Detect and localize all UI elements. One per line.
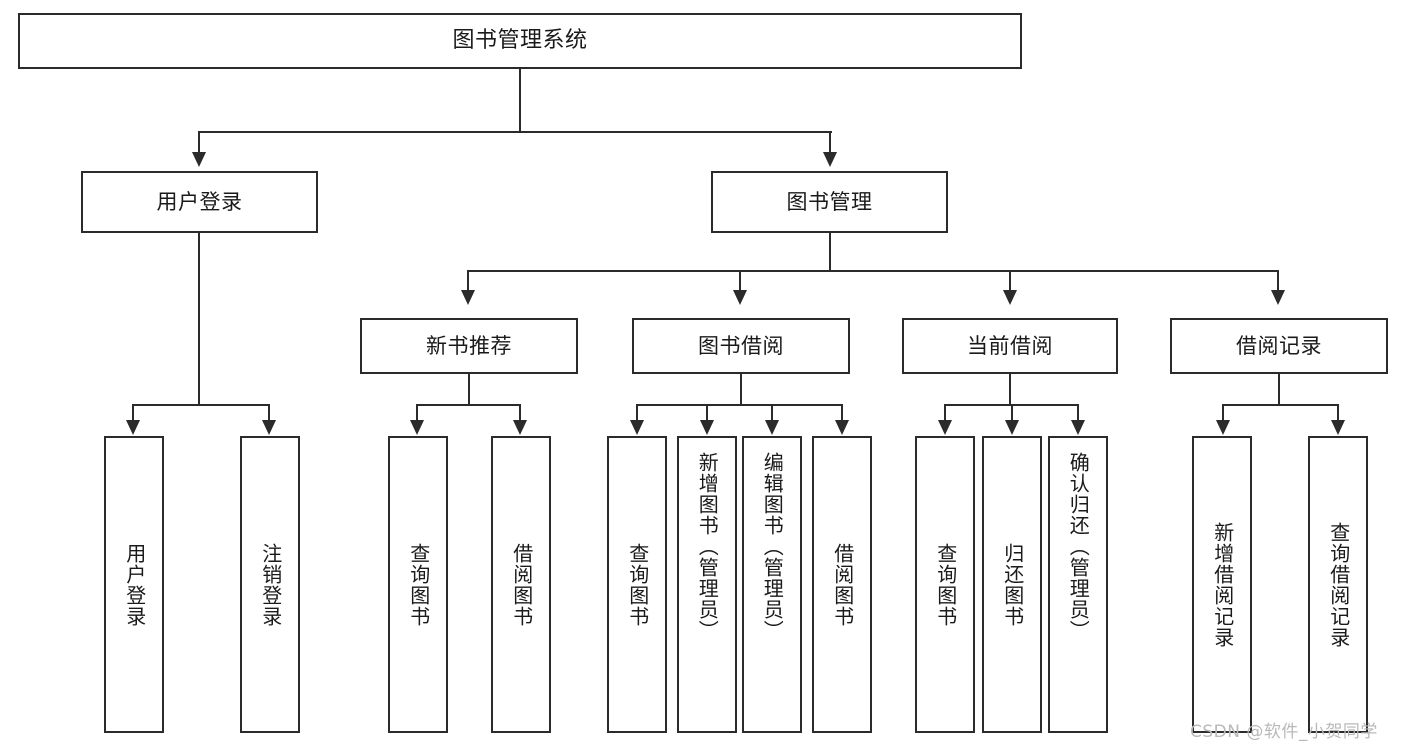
connector-user-login-drop-2 xyxy=(268,404,270,422)
connector-new-book-stem xyxy=(468,374,470,405)
connector-to-current-borrow xyxy=(1009,270,1011,292)
leaf-cb-confirm-return[interactable]: 确认归还（管理员） xyxy=(1048,436,1108,733)
leaf-nb-borrow-book[interactable]: 借阅图书 xyxy=(491,436,551,733)
arrowhead-cb-return-book xyxy=(1005,420,1019,435)
node-label: 新增图书（管理员） xyxy=(695,452,720,641)
arrowhead-bb-add-book xyxy=(700,420,714,435)
connector-cb-drop-1 xyxy=(944,404,946,422)
arrowhead-br-add-record xyxy=(1216,420,1230,435)
arrowhead-cb-query-book xyxy=(938,420,952,435)
connector-cb-drop-3 xyxy=(1077,404,1079,422)
connector-bb-drop-4 xyxy=(841,404,843,422)
node-label: 查询图书 xyxy=(933,542,958,627)
node-book-borrow[interactable]: 图书借阅 xyxy=(632,318,850,374)
node-label: 图书管理 xyxy=(786,189,873,214)
connector-current-borrow-stem xyxy=(1009,374,1011,405)
node-new-book-recommend[interactable]: 新书推荐 xyxy=(360,318,578,374)
arrowhead-nb-query-book xyxy=(410,420,424,435)
connector-borrow-records-stem xyxy=(1278,374,1280,405)
connector-borrow-records-bus xyxy=(1222,404,1339,406)
connector-new-book-bus xyxy=(416,404,521,406)
arrowhead-book-mgmt xyxy=(823,152,837,167)
connector-user-login-drop-1 xyxy=(132,404,134,422)
node-current-borrow[interactable]: 当前借阅 xyxy=(902,318,1118,374)
leaf-nb-query-book[interactable]: 查询图书 xyxy=(388,436,448,733)
node-borrow-records[interactable]: 借阅记录 xyxy=(1170,318,1388,374)
leaf-bb-add-book[interactable]: 新增图书（管理员） xyxy=(677,436,737,733)
connector-to-borrow-records xyxy=(1277,270,1279,292)
node-book-management[interactable]: 图书管理 xyxy=(711,171,948,233)
connector-bb-drop-3 xyxy=(771,404,773,422)
node-label: 用户登录 xyxy=(156,189,243,214)
connector-root-stem xyxy=(519,69,521,132)
node-label: 图书借阅 xyxy=(698,333,784,358)
connector-new-book-drop-2 xyxy=(519,404,521,422)
arrowhead-bb-edit-book xyxy=(765,420,779,435)
leaf-cb-query-book[interactable]: 查询图书 xyxy=(915,436,975,733)
arrowhead-leaf-user-login xyxy=(126,420,140,435)
node-label: 归还图书 xyxy=(1000,542,1025,627)
arrowhead-user-login xyxy=(192,152,206,167)
connector-br-drop-1 xyxy=(1222,404,1224,422)
node-label: 查询借阅记录 xyxy=(1326,521,1351,648)
connector-root-to-book-mgmt xyxy=(829,131,831,154)
arrowhead-bb-query-book xyxy=(630,420,644,435)
leaf-cb-return-book[interactable]: 归还图书 xyxy=(982,436,1042,733)
arrowhead-br-query-record xyxy=(1331,420,1345,435)
node-label: 用户登录 xyxy=(122,542,147,627)
node-label: 新增借阅记录 xyxy=(1210,521,1235,648)
connector-user-login-bus xyxy=(132,404,269,406)
node-label: 新书推荐 xyxy=(426,333,512,358)
node-label: 图书管理系统 xyxy=(452,28,588,54)
node-root-system[interactable]: 图书管理系统 xyxy=(18,13,1022,69)
connector-book-mgmt-bus xyxy=(467,270,1279,272)
arrowhead-current-borrow xyxy=(1003,290,1017,305)
connector-root-to-user-login xyxy=(198,131,200,154)
connector-bb-drop-2 xyxy=(706,404,708,422)
node-user-login[interactable]: 用户登录 xyxy=(81,171,318,233)
connector-root-bus xyxy=(198,131,832,133)
node-label: 借阅图书 xyxy=(509,542,534,627)
leaf-logout[interactable]: 注销登录 xyxy=(240,436,300,733)
connector-cb-drop-2 xyxy=(1011,404,1013,422)
node-label: 查询图书 xyxy=(406,542,431,627)
node-label: 当前借阅 xyxy=(967,333,1053,358)
arrowhead-borrow-records xyxy=(1271,290,1285,305)
leaf-br-query-record[interactable]: 查询借阅记录 xyxy=(1308,436,1368,733)
connector-to-new-book xyxy=(467,270,469,292)
connector-new-book-drop-1 xyxy=(416,404,418,422)
leaf-bb-borrow-book[interactable]: 借阅图书 xyxy=(812,436,872,733)
connector-user-login-stem xyxy=(198,233,200,405)
connector-br-drop-2 xyxy=(1337,404,1339,422)
leaf-bb-query-book[interactable]: 查询图书 xyxy=(607,436,667,733)
arrowhead-book-borrow xyxy=(733,290,747,305)
node-label: 确认归还（管理员） xyxy=(1066,452,1091,641)
node-label: 查询图书 xyxy=(625,542,650,627)
arrowhead-nb-borrow-book xyxy=(513,420,527,435)
connector-book-mgmt-stem xyxy=(829,233,831,271)
node-label: 借阅记录 xyxy=(1236,333,1322,358)
connector-book-borrow-stem xyxy=(740,374,742,405)
node-label: 编辑图书（管理员） xyxy=(760,452,785,641)
arrowhead-bb-borrow-book xyxy=(835,420,849,435)
arrowhead-leaf-logout xyxy=(262,420,276,435)
leaf-user-login[interactable]: 用户登录 xyxy=(104,436,164,733)
watermark-text: CSDN @软件_小贺同学 xyxy=(1190,722,1378,742)
connector-book-borrow-bus xyxy=(636,404,842,406)
leaf-br-add-record[interactable]: 新增借阅记录 xyxy=(1192,436,1252,733)
arrowhead-new-book xyxy=(461,290,475,305)
leaf-bb-edit-book[interactable]: 编辑图书（管理员） xyxy=(742,436,802,733)
node-label: 注销登录 xyxy=(258,542,283,627)
node-label: 借阅图书 xyxy=(830,542,855,627)
connector-to-book-borrow xyxy=(739,270,741,292)
connector-bb-drop-1 xyxy=(636,404,638,422)
arrowhead-cb-confirm-return xyxy=(1071,420,1085,435)
